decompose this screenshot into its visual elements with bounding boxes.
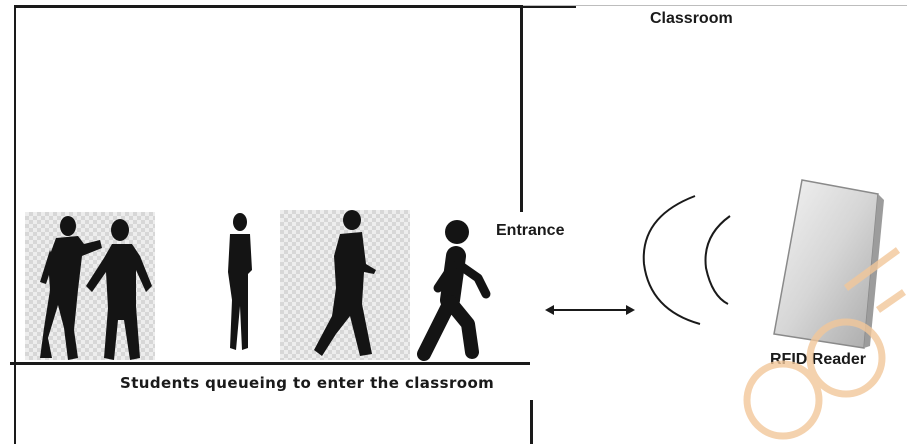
entrance-label: Entrance [496, 222, 564, 240]
walking-student-icon [300, 208, 390, 358]
classroom-label: Classroom [650, 10, 733, 28]
queue-caption: Students queueing to enter the classroom [120, 374, 494, 392]
classroom-wall-upper [520, 5, 523, 212]
room-top-border [523, 5, 907, 6]
walking-person-icon [414, 212, 504, 362]
bidirectional-arrow-icon [545, 302, 635, 318]
students-talking-icon [20, 210, 160, 365]
classroom-wall-lower [530, 400, 533, 444]
top-wall [16, 5, 576, 8]
left-wall [14, 5, 16, 444]
signal-waves-icon [640, 192, 740, 328]
standing-student-icon [218, 210, 258, 355]
proof-watermark [728, 240, 907, 444]
